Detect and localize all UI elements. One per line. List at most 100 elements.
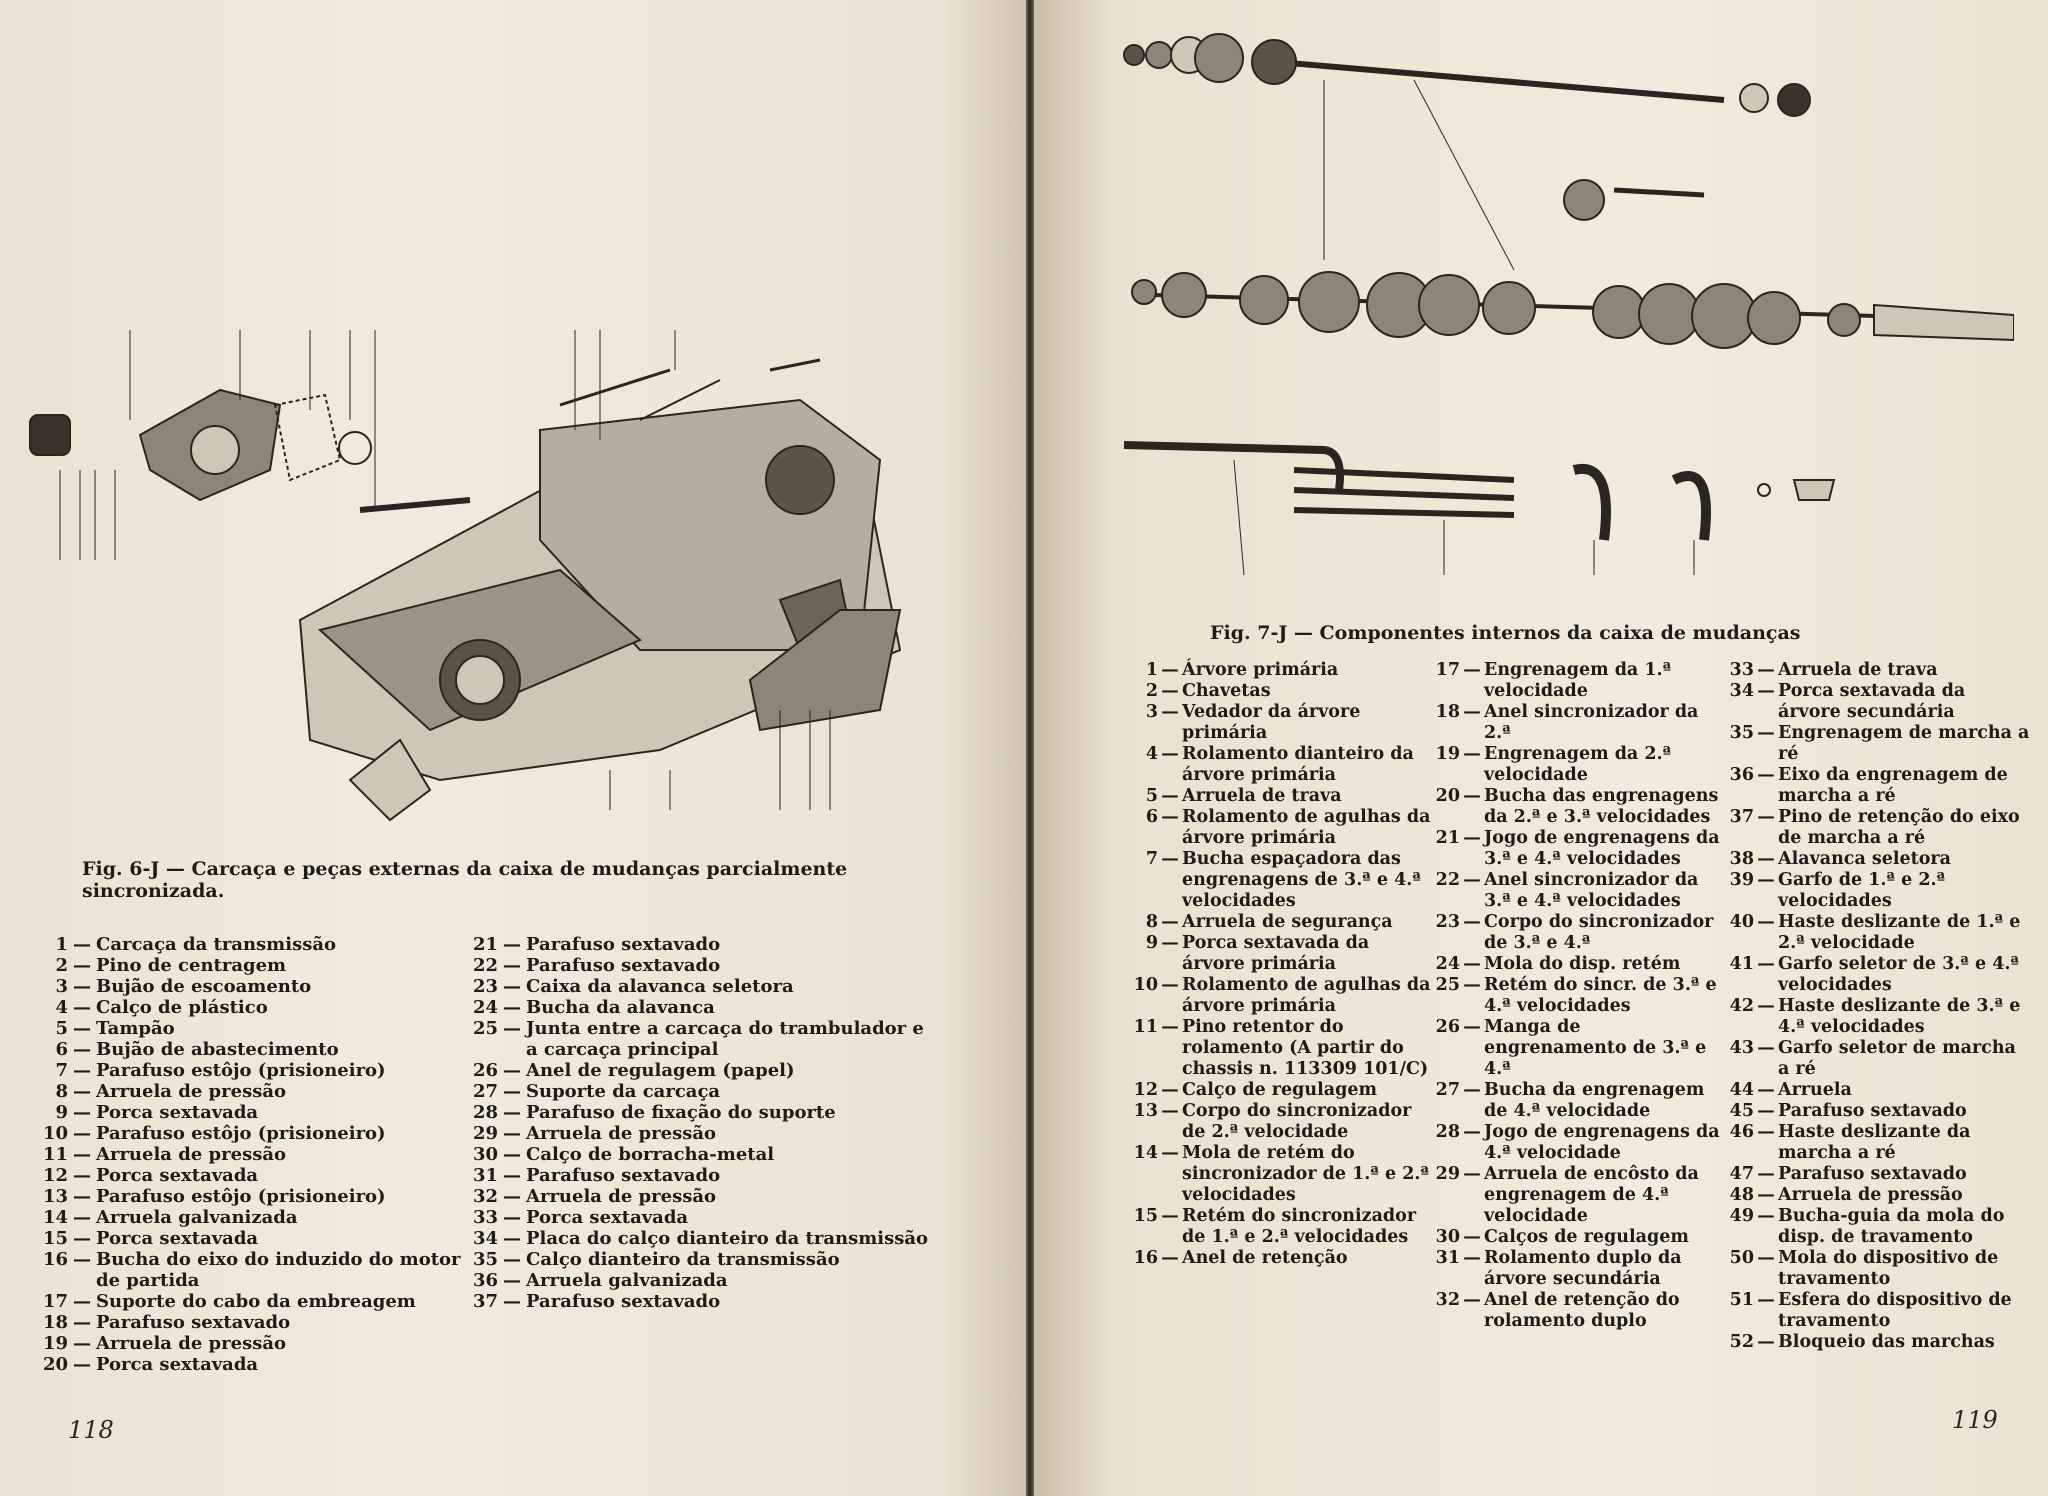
legend-item: 33—Arruela de trava [1720,660,2030,681]
legend-item-number: 44 [1729,1080,1754,1100]
legend-dash: — [73,1228,91,1249]
legend-dash: — [1161,1206,1179,1226]
legend-item-text: Pino retentor do rolamento (A partir do … [1182,1017,1429,1079]
legend-item: 16—Anel de retenção [1124,1248,1434,1269]
legend-item: 6—Rolamento de agulhas da árvore primári… [1124,807,1434,849]
legend-item-number: 18 [1435,702,1460,722]
legend-item: 11—Pino retentor do rolamento (A partir … [1124,1017,1434,1080]
legend-dash: — [1463,786,1481,806]
legend-item-text: Anel de retenção do rolamento duplo [1484,1290,1680,1331]
legend-item-number: 27 [1435,1080,1460,1100]
legend-item-number: 24 [1435,954,1460,974]
legend-item: 26—Manga de engrenamento de 3.ª e 4.ª [1426,1017,1726,1080]
legend-dash: — [1161,681,1179,701]
legend-item: 36—Eixo da engrenagem de marcha a ré [1720,765,2030,807]
figure-6j-caption: Fig. 6-J — Carcaça e peças externas da c… [82,858,882,902]
legend-dash: — [1757,1164,1775,1184]
legend-dash: — [1757,723,1775,743]
legend-dash: — [503,1060,521,1081]
legend-item-number: 13 [1133,1101,1158,1121]
legend-dash: — [1757,912,1775,932]
legend-dash: — [1757,870,1775,890]
legend-item-number: 24 [472,997,498,1018]
legend-item: 5—Arruela de trava [1124,786,1434,807]
legend-item-number: 22 [472,955,498,976]
legend-item: 52—Bloqueio das marchas [1720,1332,2030,1353]
legend-item-number: 35 [1729,723,1754,743]
legend-item-text: Parafuso estôjo (prisioneiro) [96,1060,386,1081]
legend-dash: — [1463,870,1481,890]
legend-item-number: 7 [1145,849,1158,869]
legend-item: 42—Haste deslizante de 3.ª e 4.ª velocid… [1720,996,2030,1038]
legend-dash: — [1161,975,1179,995]
legend-item-text: Eixo da engrenagem de marcha a ré [1778,765,2008,806]
legend-item-number: 34 [1729,681,1754,701]
legend-item: 37—Pino de retenção do eixo de marcha a … [1720,807,2030,849]
legend-item-text: Bucha-guia da mola do disp. de travament… [1778,1206,2005,1247]
legend-item: 8—Arruela de pressão [20,1081,480,1102]
legend-item-text: Engrenagem da 2.ª velocidade [1484,744,1672,785]
legend-item-text: Arruela [1778,1080,1852,1100]
legend-dash: — [1463,975,1481,995]
legend-item-number: 36 [1729,765,1754,785]
legend-item-number: 2 [1145,681,1158,701]
legend-item: 48—Arruela de pressão [1720,1185,2030,1206]
legend-dash: — [503,1123,521,1144]
legend-item: 36—Arruela galvanizada [450,1270,930,1291]
legend-item-number: 23 [1435,912,1460,932]
legend-item-text: Mola de retém do sincronizador de 1.ª e … [1182,1143,1429,1205]
legend-item: 16—Bucha do eixo do induzido do motor de… [20,1249,480,1291]
legend-item-text: Haste deslizante de 1.ª e 2.ª velocidade [1778,912,2021,953]
legend-item: 19—Engrenagem da 2.ª velocidade [1426,744,1726,786]
legend-item: 18—Parafuso sextavado [20,1312,480,1333]
legend-item-text: Anel sincronizador da 3.ª e 4.ª velocida… [1484,870,1699,911]
legend-dash: — [503,1018,521,1039]
legend-item: 29—Arruela de pressão [450,1123,930,1144]
right-page-number: 119 [1952,1406,1998,1434]
legend-item-text: Tampão [96,1018,175,1039]
legend-item: 46—Haste deslizante da marcha a ré [1720,1122,2030,1164]
legend-item-text: Rolamento duplo da árvore secundária [1484,1248,1682,1289]
legend-item-number: 21 [1435,828,1460,848]
legend-item-text: Calço de plástico [96,997,268,1018]
legend-item: 26—Anel de regulagem (papel) [450,1060,930,1081]
legend-item-text: Engrenagem da 1.ª velocidade [1484,660,1672,701]
legend-item-number: 8 [55,1081,68,1102]
legend-dash: — [1161,744,1179,764]
legend-item-text: Porca sextavada da árvore secundária [1778,681,1966,722]
legend-dash: — [1757,1101,1775,1121]
legend-item: 34—Porca sextavada da árvore secundária [1720,681,2030,723]
legend-dash: — [73,1081,91,1102]
legend-item-text: Arruela de trava [1778,660,1938,680]
legend-item-text: Porca sextavada [96,1102,259,1123]
legend-item-number: 28 [1435,1122,1460,1142]
legend-item: 8—Arruela de segurança [1124,912,1434,933]
legend-item-number: 5 [55,1018,68,1039]
legend-item-number: 14 [1133,1143,1158,1163]
legend-item-number: 1 [1145,660,1158,680]
legend-dash: — [1161,1143,1179,1163]
legend-item: 22—Anel sincronizador da 3.ª e 4.ª veloc… [1426,870,1726,912]
legend-item-number: 10 [42,1123,68,1144]
legend-dash: — [503,1186,521,1207]
legend-item-number: 4 [1145,744,1158,764]
legend-item-text: Engrenagem de marcha a ré [1778,723,2030,764]
legend-item-text: Pino de centragem [96,955,287,976]
legend-item-text: Calço dianteiro da transmissão [526,1249,840,1270]
legend-item: 19—Arruela de pressão [20,1333,480,1354]
legend-item: 12—Porca sextavada [20,1165,480,1186]
legend-dash: — [503,955,521,976]
legend-item-text: Arruela galvanizada [526,1270,728,1291]
legend-dash: — [503,1207,521,1228]
legend-item: 24—Bucha da alavanca [450,997,930,1018]
legend-item-text: Retém do sincronizador de 1.ª e 2.ª velo… [1182,1206,1417,1247]
legend-item-number: 31 [472,1165,498,1186]
legend-item: 30—Calços de regulagem [1426,1227,1726,1248]
legend-item-text: Arruela galvanizada [96,1207,298,1228]
left-page: Fig. 6-J — Carcaça e peças externas da c… [0,0,1026,1496]
legend-item-number: 12 [42,1165,68,1186]
legend-item-number: 11 [1133,1017,1158,1037]
legend-item: 11—Arruela de pressão [20,1144,480,1165]
legend-item-text: Caixa da alavanca seletora [526,976,794,997]
legend-item: 21—Jogo de engrenagens da 3.ª e 4.ª velo… [1426,828,1726,870]
